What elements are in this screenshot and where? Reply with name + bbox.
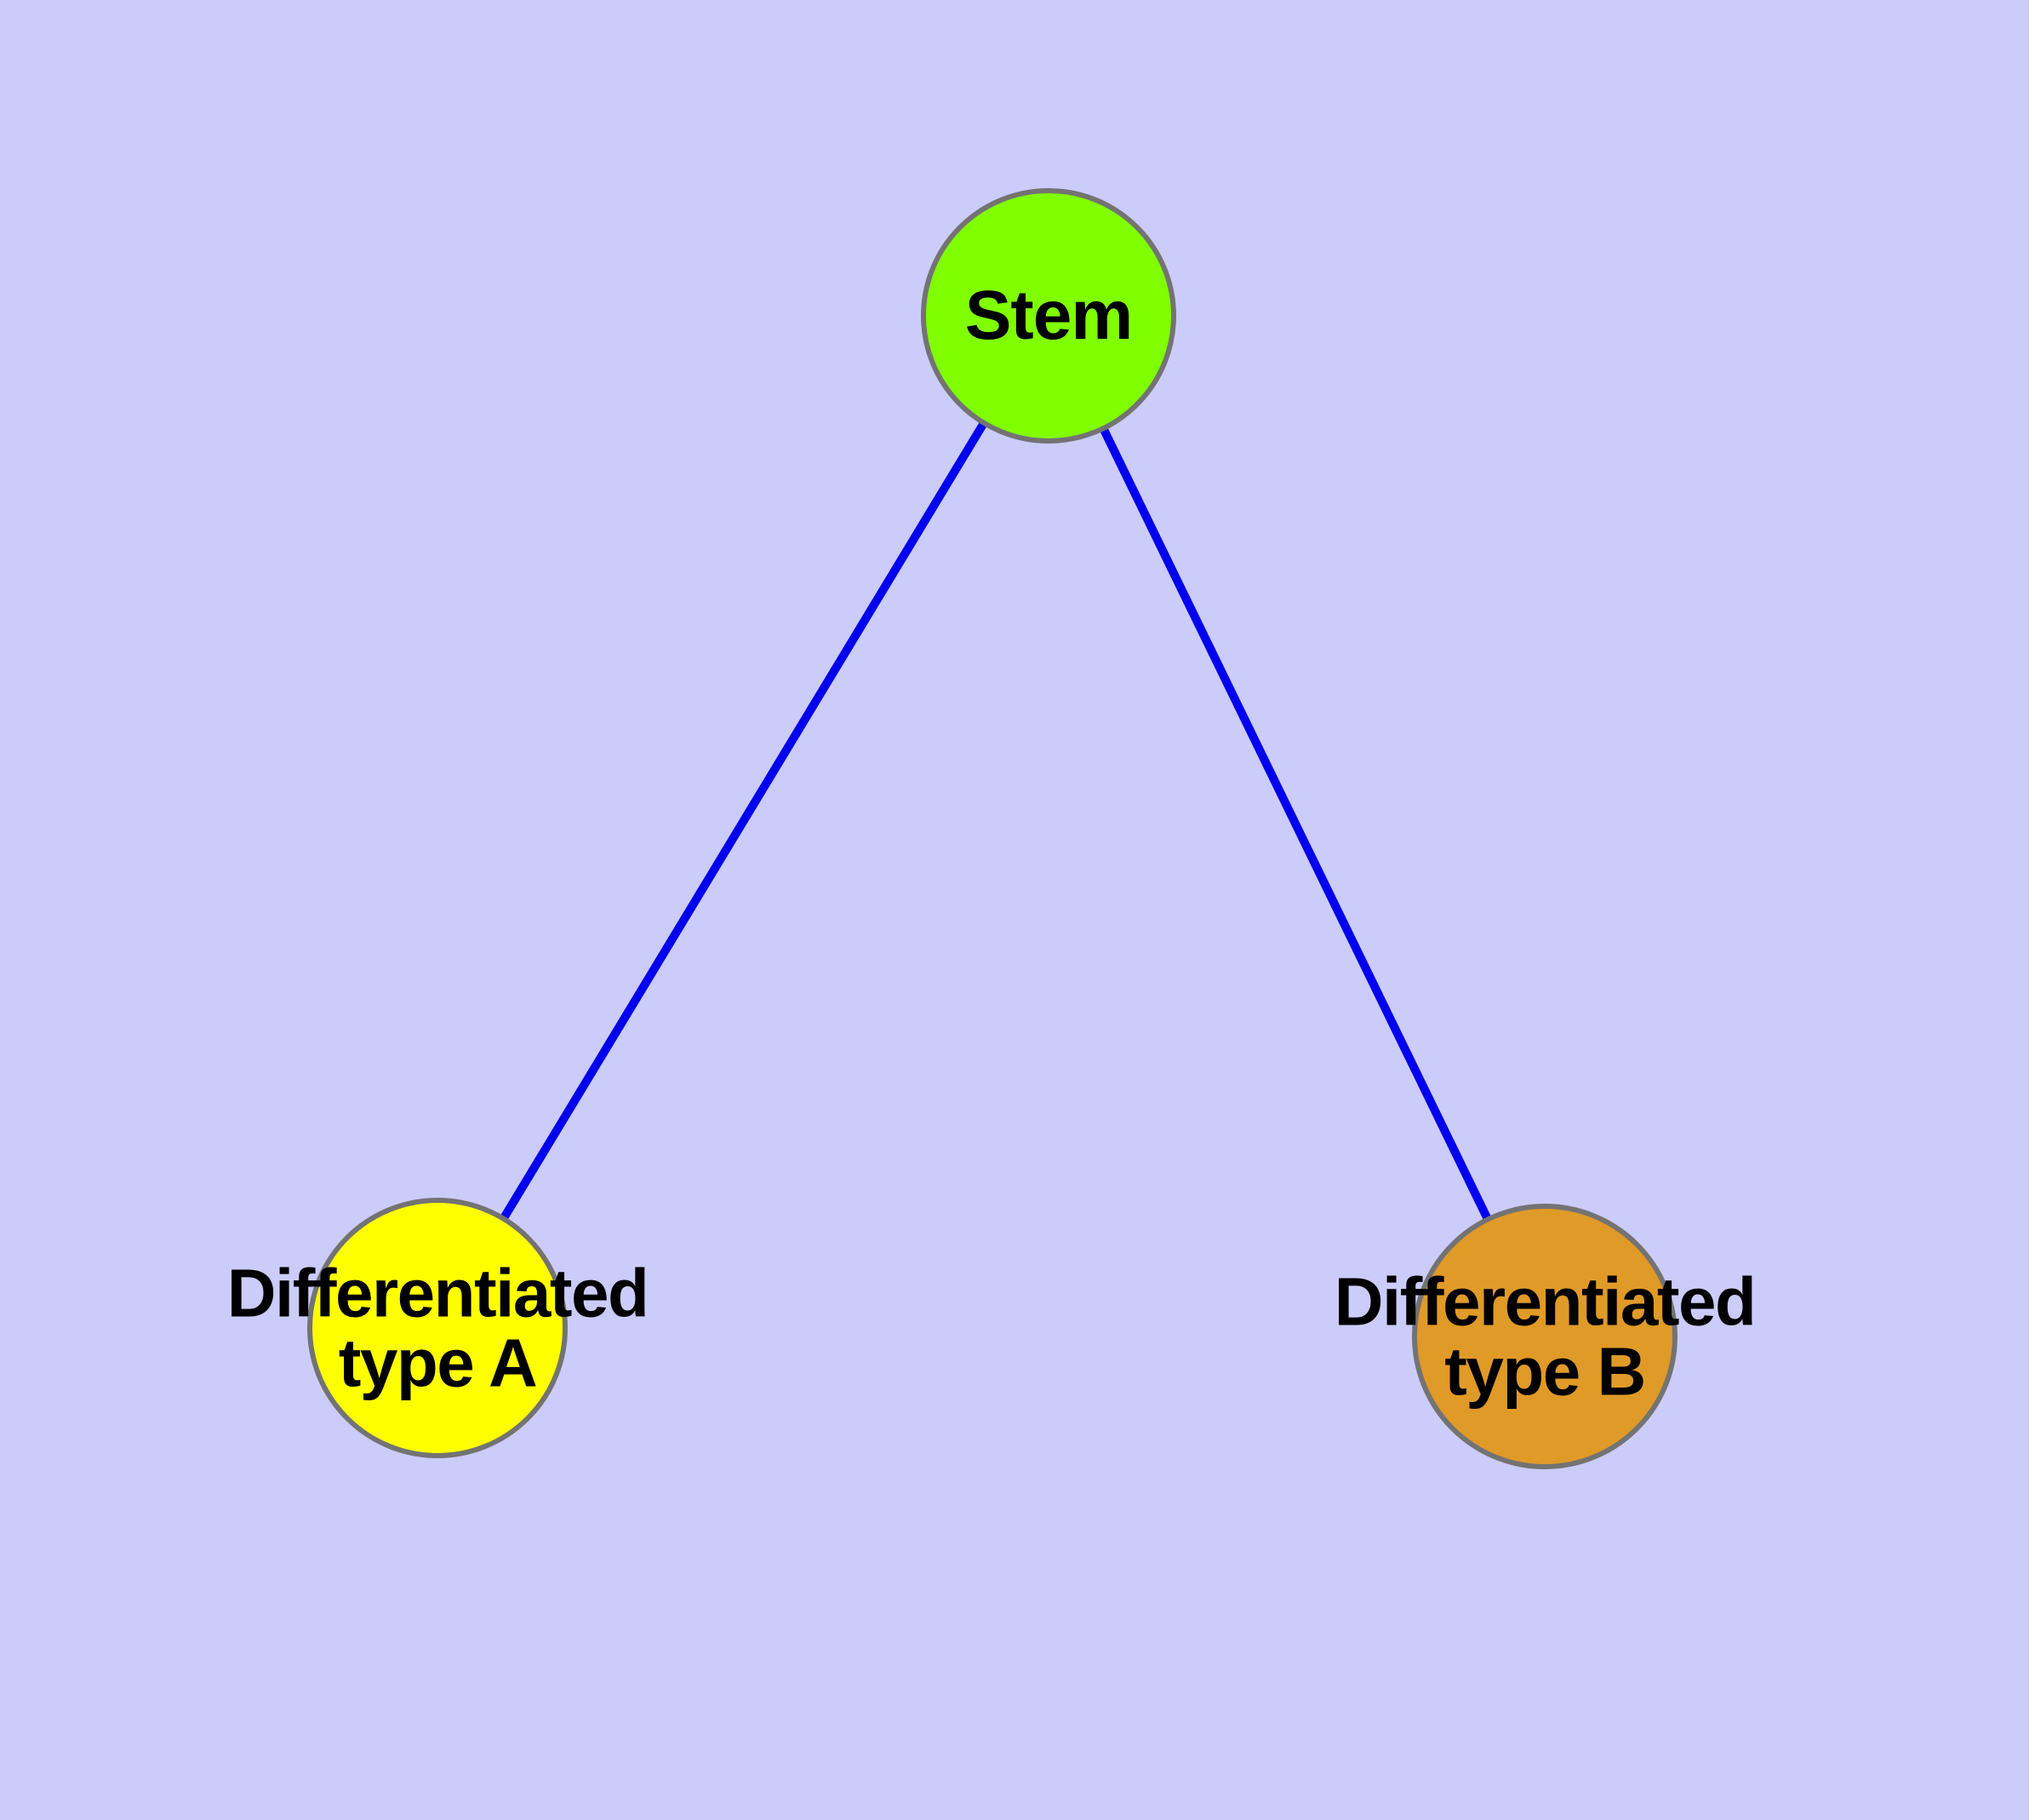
node-type-a[interactable] [307,1198,568,1458]
node-stem[interactable] [921,188,1176,444]
node-type-b[interactable] [1412,1204,1677,1469]
nodes-layer [307,188,1677,1469]
edges-layer [498,417,1494,1225]
edge-stem-to-type-b[interactable] [1098,423,1494,1225]
edge-stem-to-type-a[interactable] [498,417,990,1224]
